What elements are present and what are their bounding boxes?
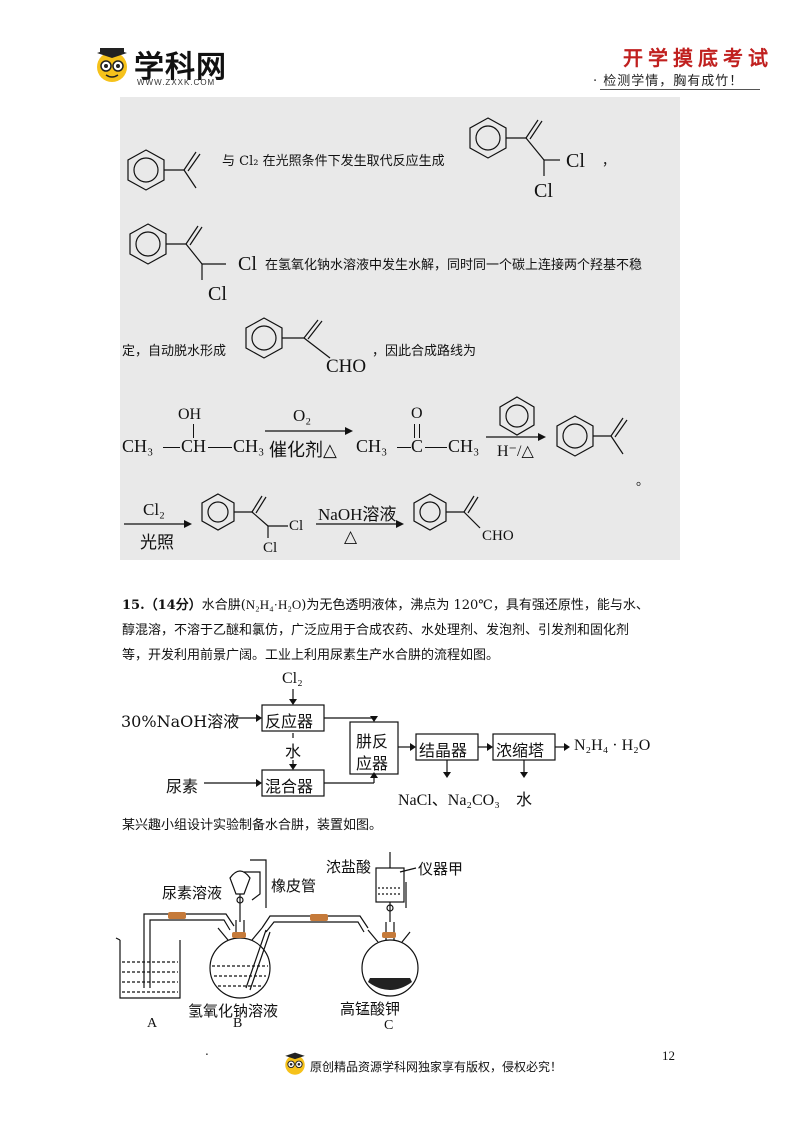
flow-hydrazine-reactor-2: 应器 [356, 754, 389, 773]
question-line-1: 15.（14分）水合肼(N₂H₄·H₂O)为无色透明液体，沸点为 120℃，具有… [122, 592, 682, 618]
slogan: 开学摸底考试 [623, 46, 773, 70]
apparatus-naoh-solution: 氢氧化钠溶液 [188, 1002, 279, 1020]
box-line1-text: 与 Cl₂ 在光照条件下发生取代反应生成 [222, 154, 445, 169]
question-number: 15.（14分） [122, 598, 202, 613]
naoh-label: NaOH溶液 [318, 505, 397, 524]
box-line3-pre: 定，自动脱水形成 [122, 344, 227, 359]
alpha-methylstyrene-structure [127, 149, 201, 191]
box-line2-text: 在氢氧化钠水溶液中发生水解，同时同一个碳上连接两个羟基不稳 [265, 258, 643, 273]
formula: N₂H₄·H₂O [245, 597, 302, 612]
flow-water: 水 [285, 742, 302, 761]
flow-urea: 尿素 [166, 777, 199, 796]
reaction-arrow-3 [124, 520, 192, 528]
subslogan: · 检测学情，胸有成竹！ [593, 74, 744, 89]
apparatus-conc-hcl: 浓盐酸 [326, 858, 372, 876]
question-line-4: 某兴趣小组设计实验制备水合肼，装置如图。 [122, 818, 383, 833]
period: 。 [636, 474, 650, 489]
apparatus-rubber-tube: 橡皮管 [271, 877, 317, 895]
bond-1 [163, 447, 180, 448]
ch3-label-4: CH₃ [448, 436, 480, 456]
o2-label: O₂ [293, 406, 312, 425]
oh-label: OH [178, 406, 202, 423]
header-divider [600, 89, 760, 90]
logo-name: 学科网 [134, 50, 227, 85]
cho-label-2: CHO [482, 528, 514, 544]
bond-3 [397, 447, 411, 448]
question-line-2: 醇混溶，不溶于乙醚和氯仿，广泛应用于合成农药、水处理剂、发泡剂、引发剂和固化剂 [122, 623, 630, 638]
apparatus-label-b: B [233, 1016, 243, 1031]
footer-dot: . [205, 1044, 209, 1058]
question-text-1a: 水合肼( [201, 598, 246, 613]
reaction-arrow-2 [486, 433, 546, 441]
allyl-chloride-structure [469, 117, 560, 176]
apparatus-urea-solution: 尿素溶液 [162, 884, 223, 902]
reaction-arrow-1 [265, 427, 353, 435]
o-label: O [411, 405, 423, 422]
comma: ， [602, 154, 616, 169]
question-line-3: 等，开发利用前景广阔。工业上利用尿素生产水合肼的流程如图。 [122, 648, 500, 663]
ch3-label-3: CH₃ [356, 436, 388, 456]
ch-label: CH [181, 436, 207, 456]
footer-mascot-icon [285, 1052, 305, 1075]
c-o-double-bond [414, 424, 420, 438]
cl-label-3: Cl [238, 253, 257, 275]
box-line3-post: ，因此合成路线为 [372, 344, 477, 359]
apparatus-instrument-a: 仪器甲 [418, 860, 464, 878]
reaction-arrow-4 [316, 520, 404, 528]
allyl-chloride-structure-2 [129, 223, 226, 280]
flow-reactor: 反应器 [265, 712, 314, 731]
answer-box [120, 97, 680, 560]
light-label: 光照 [140, 533, 174, 553]
flow-crystallizer: 结晶器 [419, 741, 468, 760]
apparatus-label-a: A [147, 1016, 158, 1031]
flow-mixer: 混合器 [265, 777, 314, 796]
cl-label-2: Cl [534, 180, 553, 202]
flow-cl2: Cl₂ [282, 670, 303, 687]
allyl-chloride-route [201, 493, 288, 538]
bond-4 [425, 447, 447, 448]
logo-mascot-icon [97, 48, 127, 82]
cl-label-4: Cl [208, 283, 227, 305]
benzene-reagent-structure [499, 396, 535, 436]
flow-product: N₂H₄ · H₂O [574, 737, 651, 754]
apparatus-label-c: C [384, 1018, 394, 1033]
flow-naoh: 30%NaOH溶液 [121, 712, 240, 731]
cl-label-1: Cl [566, 150, 585, 172]
flow-chart [204, 689, 570, 797]
bond-2 [208, 447, 232, 448]
header: 学科网 WWW.ZXXK.COM 开学摸底考试 · 检测学情，胸有成竹！ [0, 0, 800, 95]
alpha-methylstyrene-product [556, 415, 628, 457]
cho-label-1: CHO [326, 356, 367, 377]
delta-label: △ [344, 527, 358, 547]
footer-copyright: 原创精品资源学科网独家享有版权，侵权必究！ [310, 1060, 563, 1074]
cl2-label: Cl₂ [143, 500, 165, 519]
cl-label-6: Cl [263, 540, 278, 556]
oh-bond [193, 424, 194, 438]
apparatus-kmno4: 高锰酸钾 [340, 1000, 401, 1018]
catalyst-label: 催化剂△ [269, 440, 337, 461]
flow-water-out: 水 [516, 790, 533, 809]
apparatus-diagram [115, 852, 419, 999]
ch3-label-1: CH₃ [122, 436, 154, 456]
flow-concentrator: 浓缩塔 [496, 741, 545, 760]
c-label: C [411, 436, 424, 456]
ch3-label-2: CH₃ [233, 436, 265, 456]
question-text-1b: )为无色透明液体，沸点为 120℃，具有强还原性，能与水、 [301, 598, 649, 613]
aldehyde-structure [245, 317, 331, 359]
flow-hydrazine-reactor-1: 肼反 [356, 732, 389, 751]
hminus-label: H⁻/△ [497, 443, 534, 460]
logo-url: WWW.ZXXK.COM [137, 78, 216, 87]
cl-label-5: Cl [289, 518, 304, 534]
question-15: 15.（14分）水合肼(N₂H₄·H₂O)为无色透明液体，沸点为 120℃，具有… [122, 592, 682, 668]
page-number: 12 [662, 1048, 675, 1063]
flow-byproduct: NaCl、Na₂CO₃ [398, 792, 500, 809]
aldehyde-route [413, 493, 481, 531]
